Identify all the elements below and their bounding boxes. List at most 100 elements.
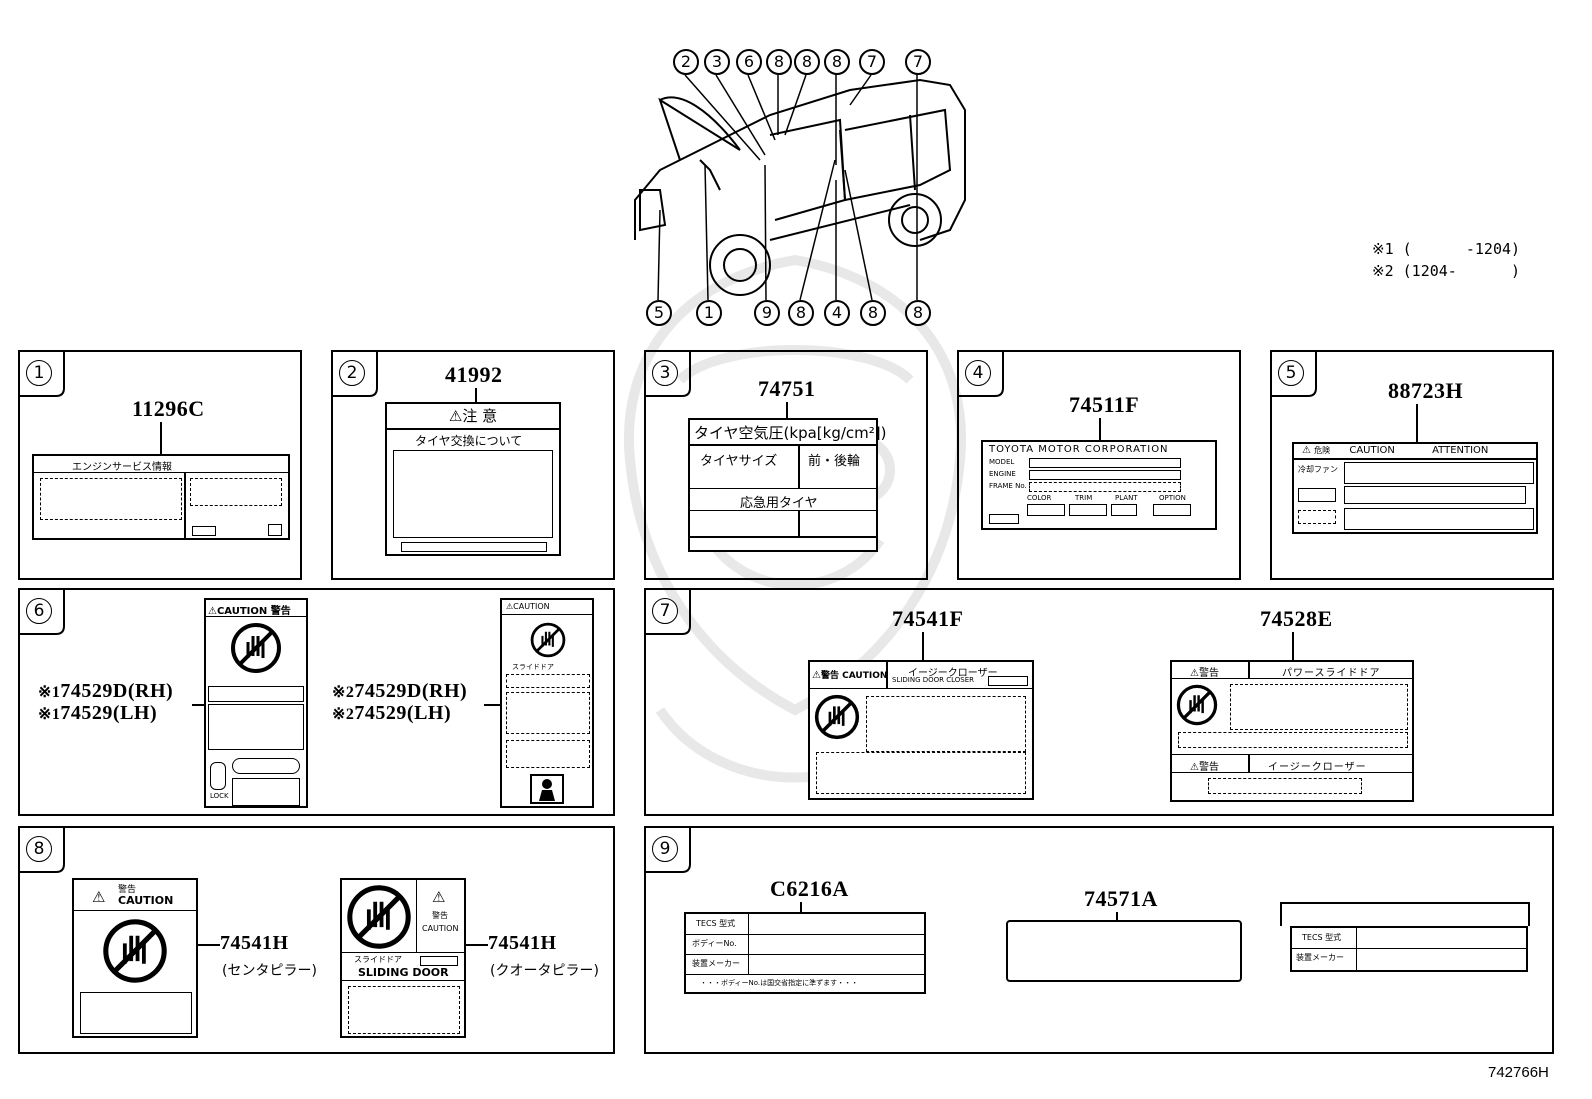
blank-label: [1006, 920, 1242, 982]
head-danger: 危険: [1314, 446, 1331, 455]
panel-number: 9: [652, 836, 678, 862]
part-right-rh: ※274529D(RH): [332, 680, 468, 702]
head-attention: ATTENTION: [1432, 445, 1489, 456]
part-a: C6216A: [770, 876, 849, 901]
tecs-label: TECS 型式 ボディーNo. 装置メーカー ・・・ボディーNo.は国交省指定に…: [684, 912, 926, 994]
callout-bottom-9: 9: [754, 300, 780, 326]
panel-corner: [20, 590, 65, 635]
lock-label: LOCK: [210, 792, 229, 800]
door-caution-label-b: ⚠CAUTION スライドドア: [500, 598, 594, 808]
row-tecs: TECS 型式: [1302, 933, 1342, 942]
sub-a: (センタピラー): [222, 963, 317, 979]
panel-corner: [333, 352, 378, 397]
callout-top-7b: 7: [905, 49, 931, 75]
power-slide-label: ⚠警告 パワースライドドア ⚠警告 イージークローザー: [1170, 660, 1414, 802]
col-color: COLOR: [1027, 494, 1052, 502]
panel-8: 8 ⚠ 警告 CAUTION 74541H (センタピラー) ⚠ 警告 CAUT…: [18, 826, 615, 1054]
label-head: CAUTION: [513, 602, 550, 611]
panel-corner: [646, 352, 691, 397]
panel-2: 2 41992 ⚠注 意 タイヤ交換について: [331, 350, 615, 580]
label-title: パワースライドドア: [1282, 668, 1381, 679]
callout-top-2: 2: [673, 49, 699, 75]
panel-1: 1 11296C エンジンサービス情報: [18, 350, 302, 580]
child-lock-icon: [530, 774, 564, 804]
no-hand-icon: [1176, 684, 1218, 726]
sub-b: (クオータピラー): [490, 963, 599, 979]
vehicle-id-plate: TOYOTA MOTOR CORPORATION MODEL ENGINE FR…: [981, 440, 1217, 530]
col-option: OPTION: [1159, 494, 1186, 502]
warning-icon: ⚠: [92, 888, 106, 906]
label-sub: SLIDING DOOR CLOSER: [892, 676, 975, 684]
head-en: CAUTION: [422, 924, 459, 933]
sub-jp: スライドドア: [354, 955, 402, 964]
col-plant: PLANT: [1115, 494, 1138, 502]
warning-icon: ⚠: [208, 606, 217, 617]
no-hand-icon: [103, 919, 167, 983]
sub-en: SLIDING DOOR: [358, 966, 449, 979]
panel-number: 1: [26, 360, 52, 386]
note-1: ※1 ( -1204): [1372, 240, 1521, 258]
callout-bottom-1: 1: [696, 300, 722, 326]
col-front-rear: 前・後輪: [808, 454, 861, 469]
col-tire-size: タイヤサイズ: [700, 454, 778, 469]
callout-bottom-8a: 8: [788, 300, 814, 326]
callout-top-8b: 8: [794, 49, 820, 75]
label-title-2: イージークローザー: [1268, 762, 1367, 773]
fan-caution-label: ⚠ 危険 CAUTION ATTENTION 冷却ファン: [1292, 442, 1538, 534]
panel-number: 8: [26, 836, 52, 862]
label-head-2: 警告: [1198, 762, 1219, 773]
panel-number: 5: [1278, 360, 1304, 386]
panel-number: 3: [652, 360, 678, 386]
callout-top-6: 6: [736, 49, 762, 75]
callout-top-3: 3: [704, 49, 730, 75]
label-title: タイヤ空気圧(kpa[kg/cm²]): [694, 424, 887, 442]
panel-number: 7: [652, 598, 678, 624]
closer-label: ⚠警告 CAUTION イージークローザー SLIDING DOOR CLOSE…: [808, 660, 1034, 800]
label-subtitle: タイヤ交換について: [415, 434, 523, 448]
part-a: 74541F: [892, 606, 964, 631]
engine-service-label: エンジンサービス情報: [32, 454, 290, 540]
row-spare-tire: 応急用タイヤ: [740, 496, 818, 511]
no-hand-icon: [814, 694, 860, 740]
head-jp: 警告: [432, 911, 448, 920]
panel-4: 4 74511F TOYOTA MOTOR CORPORATION MODEL …: [957, 350, 1241, 580]
bracket-frame: [1280, 902, 1530, 926]
tire-change-label: ⚠注 意 タイヤ交換について: [385, 402, 561, 556]
panel-corner: [646, 590, 691, 635]
part-left-lh: ※174529(LH): [38, 702, 158, 724]
warning-icon: ⚠: [1302, 445, 1311, 456]
panel-9: 9 C6216A TECS 型式 ボディーNo. 装置メーカー ・・・ボディーN…: [644, 826, 1554, 1054]
callout-bottom-8b: 8: [860, 300, 886, 326]
warning-icon: ⚠: [448, 407, 463, 425]
row-model: MODEL: [989, 458, 1015, 466]
part-number: 11296C: [132, 396, 205, 421]
row-tecs: TECS 型式: [696, 919, 736, 928]
panel-6: 6 ※174529D(RH) ※174529(LH) ⚠CAUTION 警告 L…: [18, 588, 615, 816]
callout-top-8a: 8: [766, 49, 792, 75]
part-number: 74751: [758, 376, 816, 401]
panel-7: 7 74541F ⚠警告 CAUTION イージークローザー SLIDING D…: [644, 588, 1554, 816]
no-hand-icon: [530, 622, 566, 658]
part-right-lh: ※274529(LH): [332, 702, 452, 724]
label-title: イージークローザー: [908, 668, 998, 679]
panel-corner: [1272, 352, 1317, 397]
callout-bottom-5: 5: [646, 300, 672, 326]
no-hand-icon: [347, 885, 411, 949]
part-b: 74571A: [1084, 886, 1158, 911]
row-body: ボディーNo.: [692, 939, 737, 948]
warning-icon: ⚠: [1190, 762, 1199, 773]
tecs-label-small: TECS 型式 装置メーカー: [1290, 926, 1528, 972]
part-number: 41992: [445, 362, 503, 387]
panel-number: 2: [339, 360, 365, 386]
quarter-pillar-label: ⚠ 警告 CAUTION スライドドア SLIDING DOOR: [340, 878, 466, 1038]
panel-corner: [959, 352, 1004, 397]
panel-corner: [646, 828, 691, 873]
row-engine: ENGINE: [989, 470, 1016, 478]
tire-pressure-label: タイヤ空気圧(kpa[kg/cm²]) タイヤサイズ 前・後輪 応急用タイヤ: [688, 418, 887, 552]
callout-top-7a: 7: [859, 49, 885, 75]
callout-top-8c: 8: [824, 49, 850, 75]
head-jp: 警告: [118, 885, 137, 895]
part-left-rh: ※174529D(RH): [38, 680, 174, 702]
panel-corner: [20, 828, 65, 873]
head-en: CAUTION: [118, 894, 174, 907]
